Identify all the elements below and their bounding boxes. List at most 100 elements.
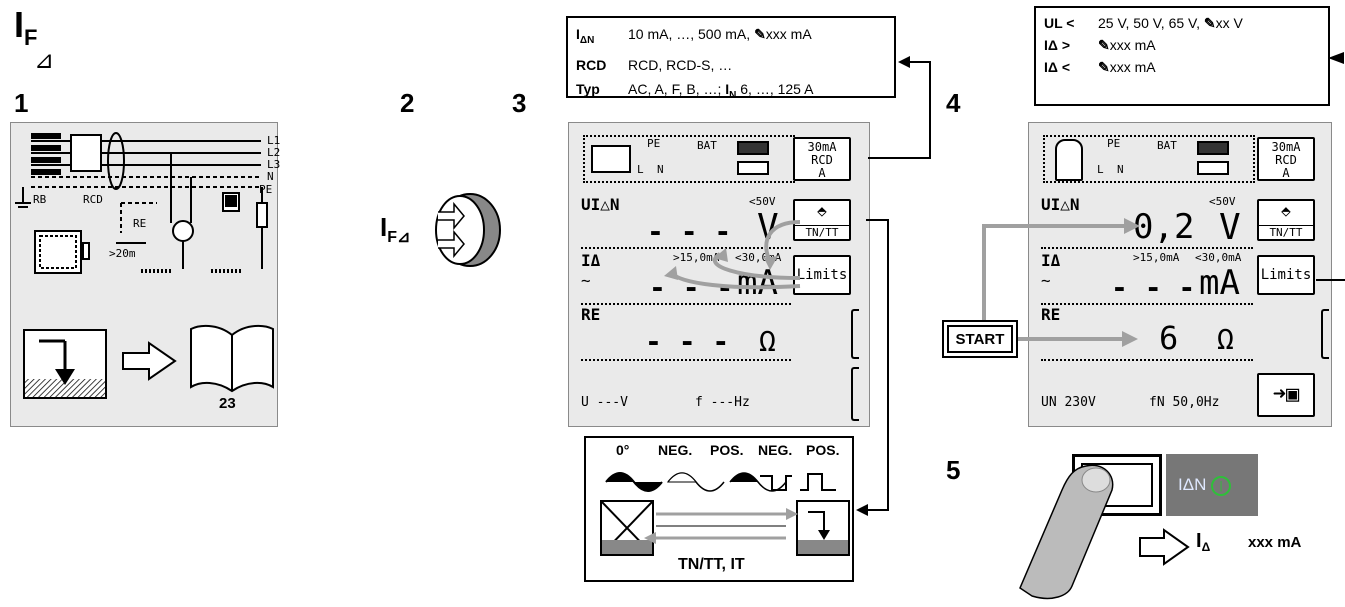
wire-label-n: N <box>267 170 274 183</box>
re-value: 6 <box>1159 319 1179 357</box>
pe-label: PE <box>1107 137 1121 150</box>
indicator-label: IΔN <box>1178 475 1207 494</box>
limits-softkey[interactable]: Limits <box>793 255 851 295</box>
knob-label-main: I <box>380 212 388 242</box>
range3-extra-ian: xxx mA <box>765 26 812 42</box>
step-3-number: 3 <box>512 88 527 118</box>
range4-value-idlt: xxx mA <box>1109 59 1156 75</box>
range3-value-typ: AC, A, F, B, …; <box>628 80 722 97</box>
result-value: xxx mA <box>1248 534 1302 551</box>
test-indicator: IΔN | <box>1166 454 1258 516</box>
ia-tilde: ∼ <box>581 271 591 290</box>
range3-key-rcd: RCD <box>576 56 607 73</box>
manual-book-icon <box>187 317 277 402</box>
l-label: L <box>1097 163 1104 176</box>
divider <box>1041 247 1253 249</box>
bottom-frequency: f ---Hz <box>695 395 750 410</box>
rotary-switch-icon <box>430 190 502 275</box>
edit-icon: ✎ <box>1098 59 1110 75</box>
bottom-frequency: fN 50,0Hz <box>1149 395 1220 410</box>
divider <box>581 303 791 305</box>
range3-key-typ: Typ <box>576 80 600 97</box>
bottom-voltage: UN 230V <box>1041 395 1096 410</box>
save-softkey[interactable]: ➜▣ <box>1257 373 1315 417</box>
wiring-panel: L1 L2 L3 N PE RB RCD RE >20m 23 <box>10 122 281 427</box>
wave-label-pos: POS. <box>710 442 744 458</box>
softkey-empty <box>851 309 859 359</box>
waveform-icons <box>605 472 836 492</box>
pe-label: PE <box>647 137 661 150</box>
divider <box>1041 303 1253 305</box>
tn-tt-softkey[interactable]: ⬘TN/TT <box>1257 199 1315 241</box>
range-box-step4: UL <25 V, 50 V, 65 V, ✎xx V IΔ >✎xxx mA … <box>1034 6 1330 106</box>
range4-key-idlt: IΔ < <box>1044 59 1071 75</box>
mode-symbol-sub: F <box>24 25 38 50</box>
re-row-label: RE <box>581 305 601 324</box>
ui-value: - - - <box>647 215 732 248</box>
re-label: RE <box>133 217 147 230</box>
range4-key-ul: UL < <box>1044 15 1075 31</box>
ramp-icon: ⊿ <box>34 47 55 74</box>
ia-unit: mA <box>1199 263 1240 303</box>
rcd-label: RCD <box>83 193 103 206</box>
wave-label-neg: NEG. <box>658 442 693 458</box>
limits-softkey[interactable]: Limits <box>1257 255 1315 295</box>
person-icon <box>1055 139 1083 181</box>
waveform-box: 0° NEG. POS. NEG. POS. TN/TT, IT <box>584 436 854 582</box>
distance-label: >20m <box>109 247 136 260</box>
ia-limit-low: >15,0mA <box>1133 251 1180 264</box>
arrow-to-box4 <box>1328 52 1344 64</box>
range4-key-idgt: IΔ > <box>1044 37 1071 53</box>
fuse-icon <box>737 161 769 175</box>
start-button[interactable]: START <box>942 320 1018 358</box>
edit-icon: ✎ <box>754 26 766 42</box>
re-unit: Ω <box>1217 323 1234 356</box>
manual-page-number: 23 <box>219 395 236 412</box>
range4-value-ul: 25 V, 50 V, 65 V, <box>1098 15 1200 31</box>
range4-extra-ul: xx V <box>1215 15 1243 31</box>
divider <box>1041 359 1253 361</box>
ui-label: UI△N <box>581 195 620 214</box>
status-bar: PE L N BAT <box>1043 135 1255 183</box>
n-label: N <box>1117 163 1124 176</box>
wire-label-l2: L2 <box>267 146 281 159</box>
n-label: N <box>657 163 664 176</box>
arrow-right-icon <box>119 341 179 386</box>
tn-tt-softkey[interactable]: ⬘TN/TT <box>793 199 851 241</box>
meter-icon <box>591 145 631 173</box>
ia-label: IΔ <box>1041 251 1061 270</box>
re-value: - - - <box>645 325 730 358</box>
fuse-icon <box>1197 161 1229 175</box>
wave-label-pos2: POS. <box>806 442 840 458</box>
knob-icon[interactable] <box>796 500 850 556</box>
battery-icon <box>737 141 769 155</box>
result-symbol: IΔ <box>1196 530 1211 555</box>
ia-value: - - - <box>649 271 734 304</box>
re-unit: Ω <box>759 325 776 358</box>
crossed-knob-icon[interactable] <box>600 500 654 556</box>
ia-unit: mA <box>737 263 778 303</box>
bottom-voltage: U ---V <box>581 395 628 410</box>
step-4-number: 4 <box>946 88 961 118</box>
range3-value-rcd: RCD, RCD-S, … <box>628 56 733 73</box>
softkey-empty <box>851 367 859 421</box>
edit-icon: ✎ <box>1203 15 1216 31</box>
ia-label: IΔ <box>581 251 601 270</box>
finger-icon <box>1019 464 1114 600</box>
wire-label-l3: L3 <box>267 158 281 171</box>
plug-arrows <box>644 508 798 544</box>
ia-limit-high: <30,0mA <box>1195 251 1242 264</box>
ui-limit: <50V <box>1209 195 1236 208</box>
ia-value: - - - <box>1111 271 1196 304</box>
led-icon: | <box>1211 475 1232 496</box>
network-type-label: TN/TT, IT <box>678 556 745 573</box>
ui-unit: V <box>1219 207 1241 248</box>
bat-label: BAT <box>697 139 717 152</box>
wave-label-neg2: NEG. <box>758 442 793 458</box>
softkey-empty <box>1321 309 1329 359</box>
